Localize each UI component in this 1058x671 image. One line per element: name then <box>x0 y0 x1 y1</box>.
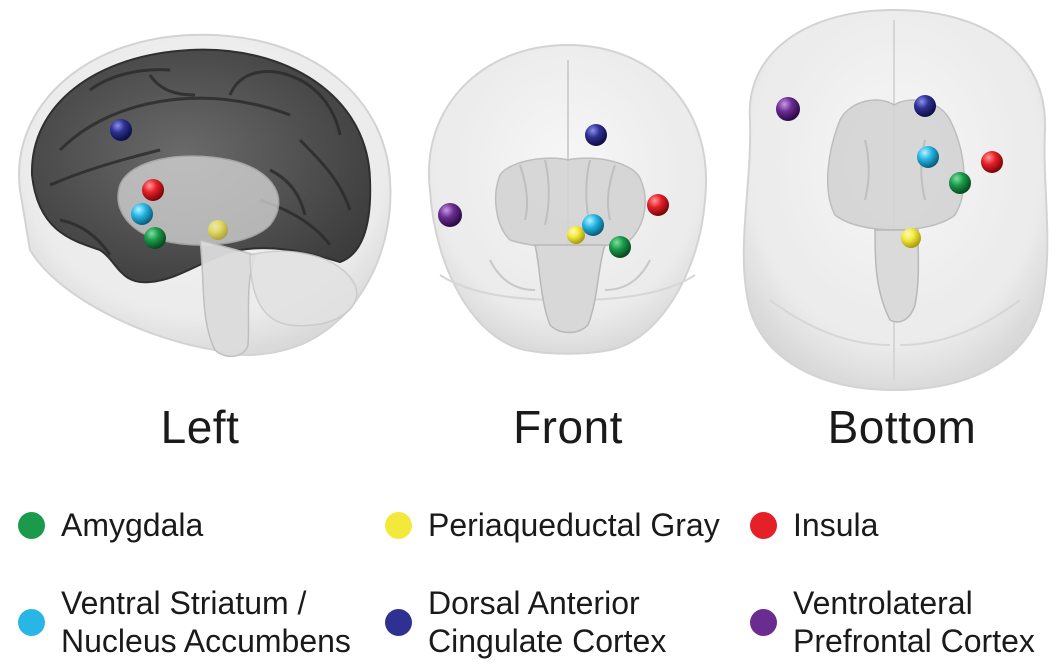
legend-item-vs-nacc: Ventral Striatum / Nucleus Accumbens <box>18 584 351 660</box>
view-label-bottom: Bottom <box>792 400 1012 454</box>
marker-insula <box>647 194 669 216</box>
legend-dot-vs-nacc <box>18 609 45 636</box>
brain-front-rendering <box>400 0 730 400</box>
view-label-front: Front <box>458 400 678 454</box>
legend-item-dacc: Dorsal Anterior Cingulate Cortex <box>385 584 666 660</box>
legend-dot-vlpfc <box>750 609 777 636</box>
legend-item-amygdala: Amygdala <box>18 506 203 544</box>
legend-dot-dacc <box>385 609 412 636</box>
brain-bottom-view <box>730 0 1058 400</box>
marker-dacc <box>914 95 936 117</box>
marker-vs-nacc <box>917 146 939 168</box>
marker-pag <box>567 226 585 244</box>
legend-label-vlpfc: Ventrolateral Prefrontal Cortex <box>793 584 1035 660</box>
marker-amygdala <box>949 172 971 194</box>
marker-amygdala <box>144 227 166 249</box>
marker-vlpfc <box>438 203 462 227</box>
legend-dot-amygdala <box>18 512 45 539</box>
marker-pag <box>901 228 921 248</box>
legend-label-pag: Periaqueductal Gray <box>428 506 720 544</box>
legend-label-dacc: Dorsal Anterior Cingulate Cortex <box>428 584 666 660</box>
legend-label-insula: Insula <box>793 506 878 544</box>
legend-label-vs-nacc: Ventral Striatum / Nucleus Accumbens <box>61 584 351 660</box>
brain-bottom-rendering <box>730 0 1058 400</box>
marker-pag <box>208 220 228 240</box>
marker-amygdala <box>609 236 631 258</box>
marker-dacc <box>110 119 132 141</box>
brain-front-view <box>400 0 730 400</box>
legend-item-pag: Periaqueductal Gray <box>385 506 720 544</box>
marker-insula <box>981 151 1003 173</box>
brain-left-rendering <box>0 0 400 400</box>
marker-vs-nacc <box>582 214 604 236</box>
legend-dot-insula <box>750 512 777 539</box>
marker-dacc <box>585 124 607 146</box>
marker-vlpfc <box>776 97 800 121</box>
marker-insula <box>142 179 164 201</box>
marker-vs-nacc <box>131 203 153 225</box>
view-label-left: Left <box>90 400 310 454</box>
brain-left-view <box>0 0 400 400</box>
legend-dot-pag <box>385 512 412 539</box>
legend-item-vlpfc: Ventrolateral Prefrontal Cortex <box>750 584 1035 660</box>
legend-label-amygdala: Amygdala <box>61 506 203 544</box>
legend-item-insula: Insula <box>750 506 878 544</box>
